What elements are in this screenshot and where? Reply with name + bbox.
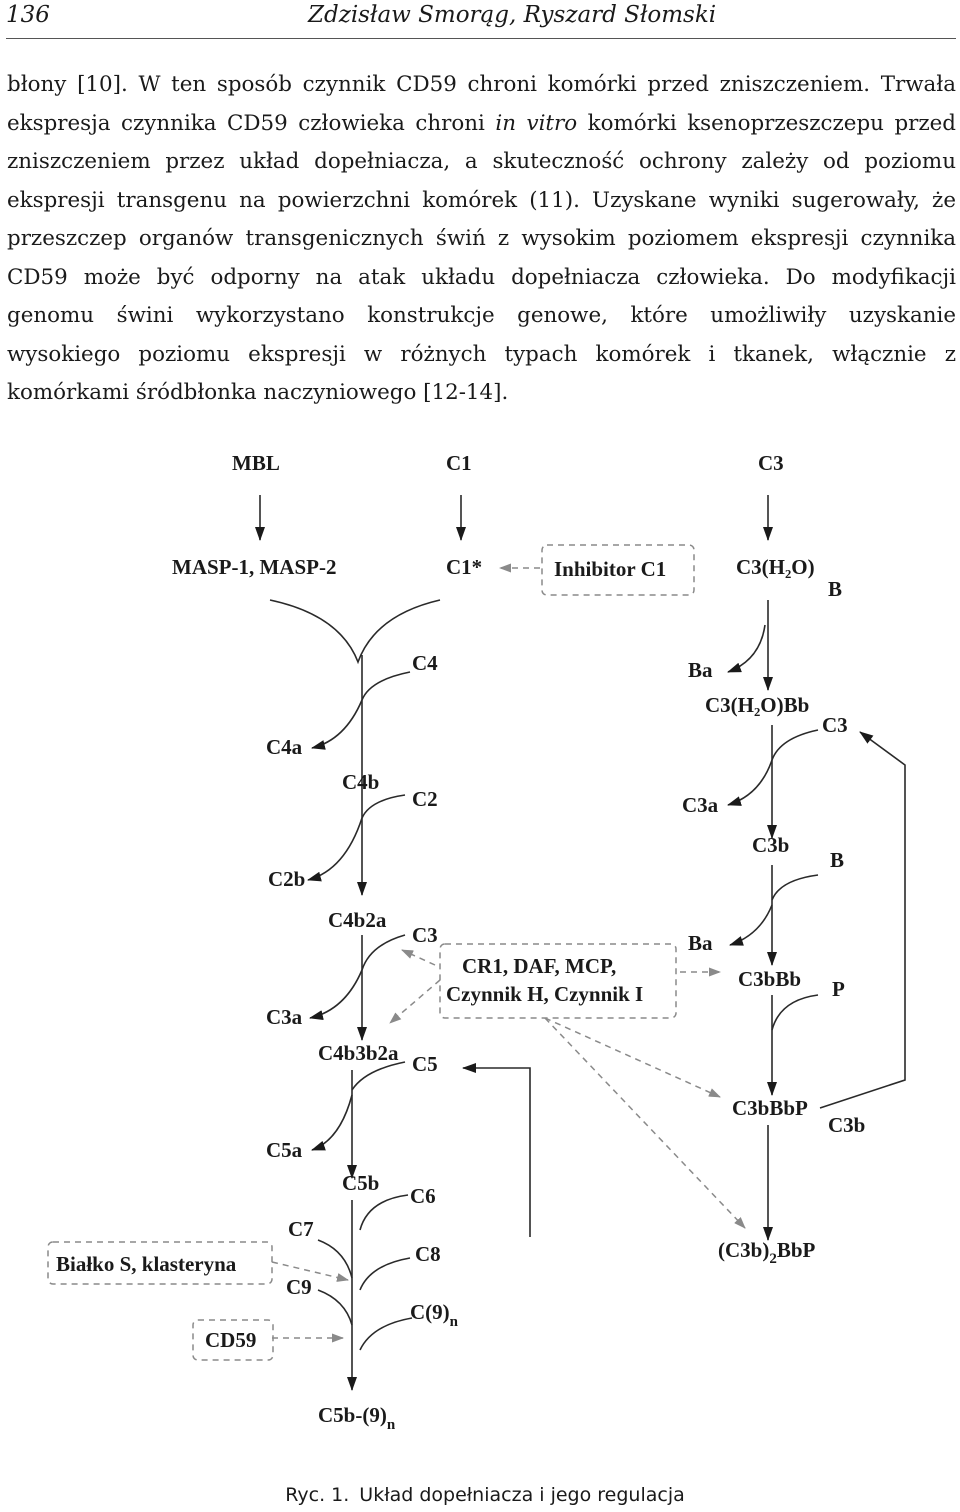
page-header: 136 Zdzisław Smorąg, Ryszard Słomski: [0, 0, 960, 40]
label-b1: B: [828, 577, 842, 601]
label-c3bbbp: C3bBbP: [732, 1096, 808, 1120]
label-c3-loop: C3: [822, 713, 848, 737]
label-c4b2a: C4b2a: [328, 908, 387, 932]
label-c9: C9: [286, 1275, 312, 1299]
label-c3b: C3b: [752, 833, 789, 857]
label-c7: C7: [288, 1217, 314, 1241]
label-c1: C1: [446, 451, 472, 475]
label-bialko: Białko S, klasteryna: [56, 1252, 237, 1276]
label-ba1: Ba: [688, 658, 713, 682]
label-c4a: C4a: [266, 735, 303, 759]
label-masp: MASP-1, MASP-2: [172, 555, 336, 579]
label-c3h2o: C3(H₂O): [736, 555, 815, 579]
label-c5: C5: [412, 1052, 438, 1076]
label-cd59: CD59: [205, 1328, 256, 1352]
label-cr1-line1: CR1, DAF, MCP,: [462, 954, 616, 978]
regulator-arrows: [271, 563, 746, 1343]
paragraph-italic: in vitro: [495, 110, 578, 136]
page-number: 136: [6, 2, 50, 28]
label-b2: B: [830, 848, 844, 872]
diagram-labels: MBL C1 C3 MASP-1, MASP-2 C1* Inhibitor C…: [56, 451, 865, 1433]
label-c2: C2: [412, 787, 438, 811]
label-c8: C8: [415, 1242, 441, 1266]
label-c4b: C4b: [342, 770, 379, 794]
label-c9n: C(9)n: [410, 1300, 459, 1330]
label-c6: C6: [410, 1184, 436, 1208]
header-rule: [6, 38, 956, 39]
label-c3a-left: C3a: [266, 1005, 303, 1029]
label-c3h2obb: C3(H₂O)Bb: [705, 693, 809, 717]
label-p: P: [832, 977, 845, 1001]
body-paragraph: błony [10]. W ten sposób czynnik CD59 ch…: [7, 66, 956, 413]
label-c5b: C5b: [342, 1171, 379, 1195]
label-c3-top: C3: [758, 451, 784, 475]
label-c3b-right: C3b: [828, 1113, 865, 1137]
complement-diagram: MBL C1 C3 MASP-1, MASP-2 C1* Inhibitor C…: [47, 451, 906, 1433]
label-c4: C4: [412, 651, 438, 675]
label-c1-star: C1*: [446, 555, 482, 579]
paragraph-part-2: komórki ksenoprzeszczepu przed zniszczen…: [7, 110, 956, 406]
label-c3-mid: C3: [412, 923, 438, 947]
label-c3a-right: C3a: [682, 793, 719, 817]
caption-label: Ryc. 1.: [285, 1484, 350, 1506]
caption-text: Układ dopełniacza i jego regulacja: [359, 1484, 685, 1506]
label-c5a: C5a: [266, 1138, 303, 1162]
paragraph-part-1: błony [10]. W ten sposób czynnik CD59 ch…: [7, 72, 956, 136]
label-cr1-line2: Czynnik H, Czynnik I: [446, 982, 643, 1006]
running-head: Zdzisław Smorąg, Ryszard Słomski: [308, 2, 717, 28]
regulator-boxes: [47, 544, 695, 1361]
label-c3b2bbp: (C3b)2BbP: [718, 1238, 816, 1267]
label-c5b9n: C5b-(9)n: [318, 1403, 396, 1433]
label-ba2: Ba: [688, 931, 713, 955]
label-c4b3b2a: C4b3b2a: [318, 1041, 399, 1065]
label-inhibitor-c1: Inhibitor C1: [554, 557, 666, 581]
figure-caption: Ryc. 1. Układ dopełniacza i jego regulacj…: [0, 1484, 960, 1506]
pathway-lines: [255, 495, 906, 1391]
label-c3bbb: C3bBb: [738, 967, 801, 991]
label-mbl: MBL: [232, 451, 280, 475]
label-c2b: C2b: [268, 867, 305, 891]
